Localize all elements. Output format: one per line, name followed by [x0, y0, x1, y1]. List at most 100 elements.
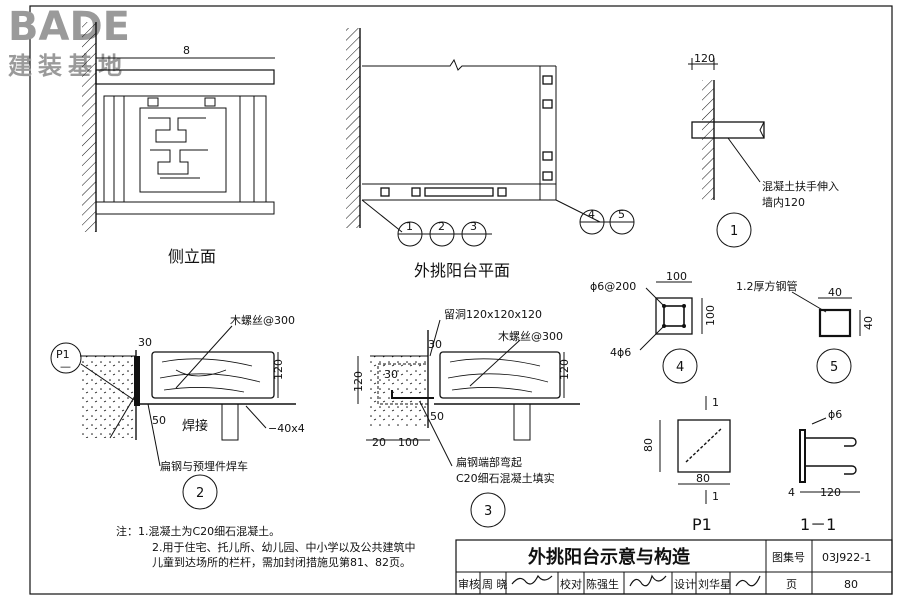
- detail-3: 留洞120x120x120 木螺丝@300 30 30 120 120 50 2…: [352, 308, 580, 528]
- sheet-title: 外挑阳台示意与构造: [528, 546, 690, 568]
- detail1-circle: [716, 212, 752, 248]
- p1-ref-circle: [50, 342, 82, 374]
- section-1-1: ϕ6 4 120 1－1: [788, 408, 860, 534]
- svg-text:1: 1: [712, 396, 719, 409]
- svg-text:图集号: 图集号: [772, 550, 805, 564]
- detail-4: 100 100 ϕ6@200 4ϕ6 4: [590, 270, 717, 384]
- p1-plate: 1 80 80 1 P1: [642, 396, 731, 534]
- p1-label: P1: [692, 515, 712, 534]
- detail2-screw: 木螺丝@300: [230, 314, 295, 327]
- svg-text:100: 100: [666, 270, 687, 283]
- signature-check: [629, 574, 667, 587]
- wood-handrail: [151, 351, 275, 399]
- detail1-dim: 120: [694, 52, 715, 65]
- svg-text:页: 页: [786, 578, 797, 591]
- detail5-pipe: 1.2厚方钢管: [736, 279, 798, 293]
- svg-text:50: 50: [430, 410, 444, 423]
- svg-text:陈强生: 陈强生: [586, 577, 619, 591]
- svg-text:80: 80: [696, 472, 710, 485]
- detail2-circle: [182, 474, 218, 510]
- atlas-number: 03J922-1: [822, 551, 871, 564]
- detail-2: P1 — 木螺丝@300 30 120 50 焊接 −40x4 扁钢与预埋件焊车…: [50, 314, 305, 510]
- svg-text:2: 2: [438, 220, 445, 233]
- note-line-1: 注：1.混凝土为C20细石混凝土。: [116, 524, 280, 538]
- detail5-circle: [816, 348, 852, 384]
- detail-5: 1.2厚方钢管 40 40 5: [736, 279, 875, 384]
- detail4-circle: [662, 348, 698, 384]
- svg-text:120: 120: [820, 486, 841, 499]
- sheet-border: [29, 5, 893, 595]
- svg-text:50: 50: [152, 414, 166, 427]
- wall-hatch: [82, 22, 96, 232]
- detail3-screw: 木螺丝@300: [498, 330, 563, 343]
- logo-brand: BADE: [8, 4, 130, 50]
- section-rebar: ϕ6: [828, 408, 842, 421]
- p1-ref-label: P1: [56, 348, 70, 361]
- svg-text:40: 40: [862, 316, 875, 330]
- detail1-note1: 混凝土扶手伸入: [762, 179, 839, 193]
- square-pipe: [818, 308, 852, 338]
- svg-text:4: 4: [588, 208, 595, 221]
- signature-review: [511, 574, 553, 585]
- railing-frame: [103, 95, 267, 203]
- svg-text:3: 3: [470, 220, 477, 233]
- svg-text:80: 80: [642, 438, 655, 452]
- plan-ref-circle-2: [429, 221, 455, 247]
- logo-subtitle: 建装基地: [8, 52, 128, 80]
- svg-text:4: 4: [788, 486, 795, 499]
- svg-text:30: 30: [384, 368, 398, 381]
- detail2-flat-steel: −40x4: [268, 422, 305, 435]
- detail5-number: 5: [830, 360, 838, 375]
- side-view-label: 侧立面: [168, 247, 216, 266]
- detail3-hole: 留洞120x120x120: [444, 308, 542, 321]
- detail2-note: 扁钢与预埋件焊车: [160, 459, 248, 473]
- detail-1: 120 混凝土扶手伸入 墙内120 1: [688, 52, 839, 248]
- svg-text:设计: 设计: [674, 578, 696, 591]
- side-dim: 8: [183, 44, 190, 57]
- detail4-number: 4: [676, 360, 684, 375]
- detail4-rebar: ϕ6@200: [590, 280, 636, 293]
- detail1-number: 1: [730, 224, 738, 239]
- plan-ref-circle-3: [461, 221, 487, 247]
- detail3-note1: 扁钢端部弯起: [456, 455, 522, 469]
- wood-handrail-3: [439, 351, 561, 399]
- note-line-3: 儿童到达场所的栏杆，需加封闭措施见第81、82页。: [152, 555, 411, 569]
- svg-text:40: 40: [828, 286, 842, 299]
- detail2-weld: 焊接: [182, 418, 208, 434]
- svg-text:—: —: [60, 360, 71, 373]
- plan-view-label: 外挑阳台平面: [414, 261, 510, 280]
- plan-ref-circle-5: [609, 209, 635, 235]
- detail3-circle: [470, 492, 506, 528]
- side-elevation: 8 侧立面: [82, 22, 275, 266]
- note-line-2: 2.用于住宅、托儿所、幼儿园、中小学以及公共建筑中: [152, 540, 416, 554]
- base-beam: [95, 201, 275, 215]
- detail3-note2: C20细石混凝土填实: [456, 471, 555, 485]
- lattice-panel: [139, 107, 227, 193]
- svg-text:30: 30: [428, 338, 442, 351]
- svg-text:审核: 审核: [458, 577, 480, 591]
- logo: BADE 建装基地: [8, 4, 130, 80]
- svg-text:20: 20: [372, 436, 386, 449]
- notes: 注：1.混凝土为C20细石混凝土。 2.用于住宅、托儿所、幼儿园、中小学以及公共…: [116, 524, 416, 569]
- page-number: 80: [844, 578, 858, 591]
- plan-ref-circle-4: [579, 209, 605, 235]
- svg-text:100: 100: [398, 436, 419, 449]
- svg-text:5: 5: [618, 208, 625, 221]
- section-label: 1－1: [800, 515, 836, 534]
- svg-text:1: 1: [406, 220, 413, 233]
- svg-text:刘华星: 刘华星: [698, 577, 731, 591]
- svg-text:30: 30: [138, 336, 152, 349]
- detail3-number: 3: [484, 504, 492, 519]
- title-block: 外挑阳台示意与构造 图集号 03J922-1 审核 周 晓 校对 陈强生 设计 …: [455, 539, 893, 595]
- detail4-bottom: 4ϕ6: [610, 346, 631, 359]
- svg-text:校对: 校对: [560, 577, 582, 591]
- plan-ref-circle-1: [397, 221, 423, 247]
- plan-wall-hatch: [346, 28, 360, 228]
- svg-text:100: 100: [704, 305, 717, 326]
- detail2-number: 2: [196, 486, 204, 501]
- svg-text:1: 1: [712, 490, 719, 503]
- svg-text:周 晓: 周 晓: [482, 578, 508, 591]
- detail1-note2: 墙内120: [762, 195, 805, 209]
